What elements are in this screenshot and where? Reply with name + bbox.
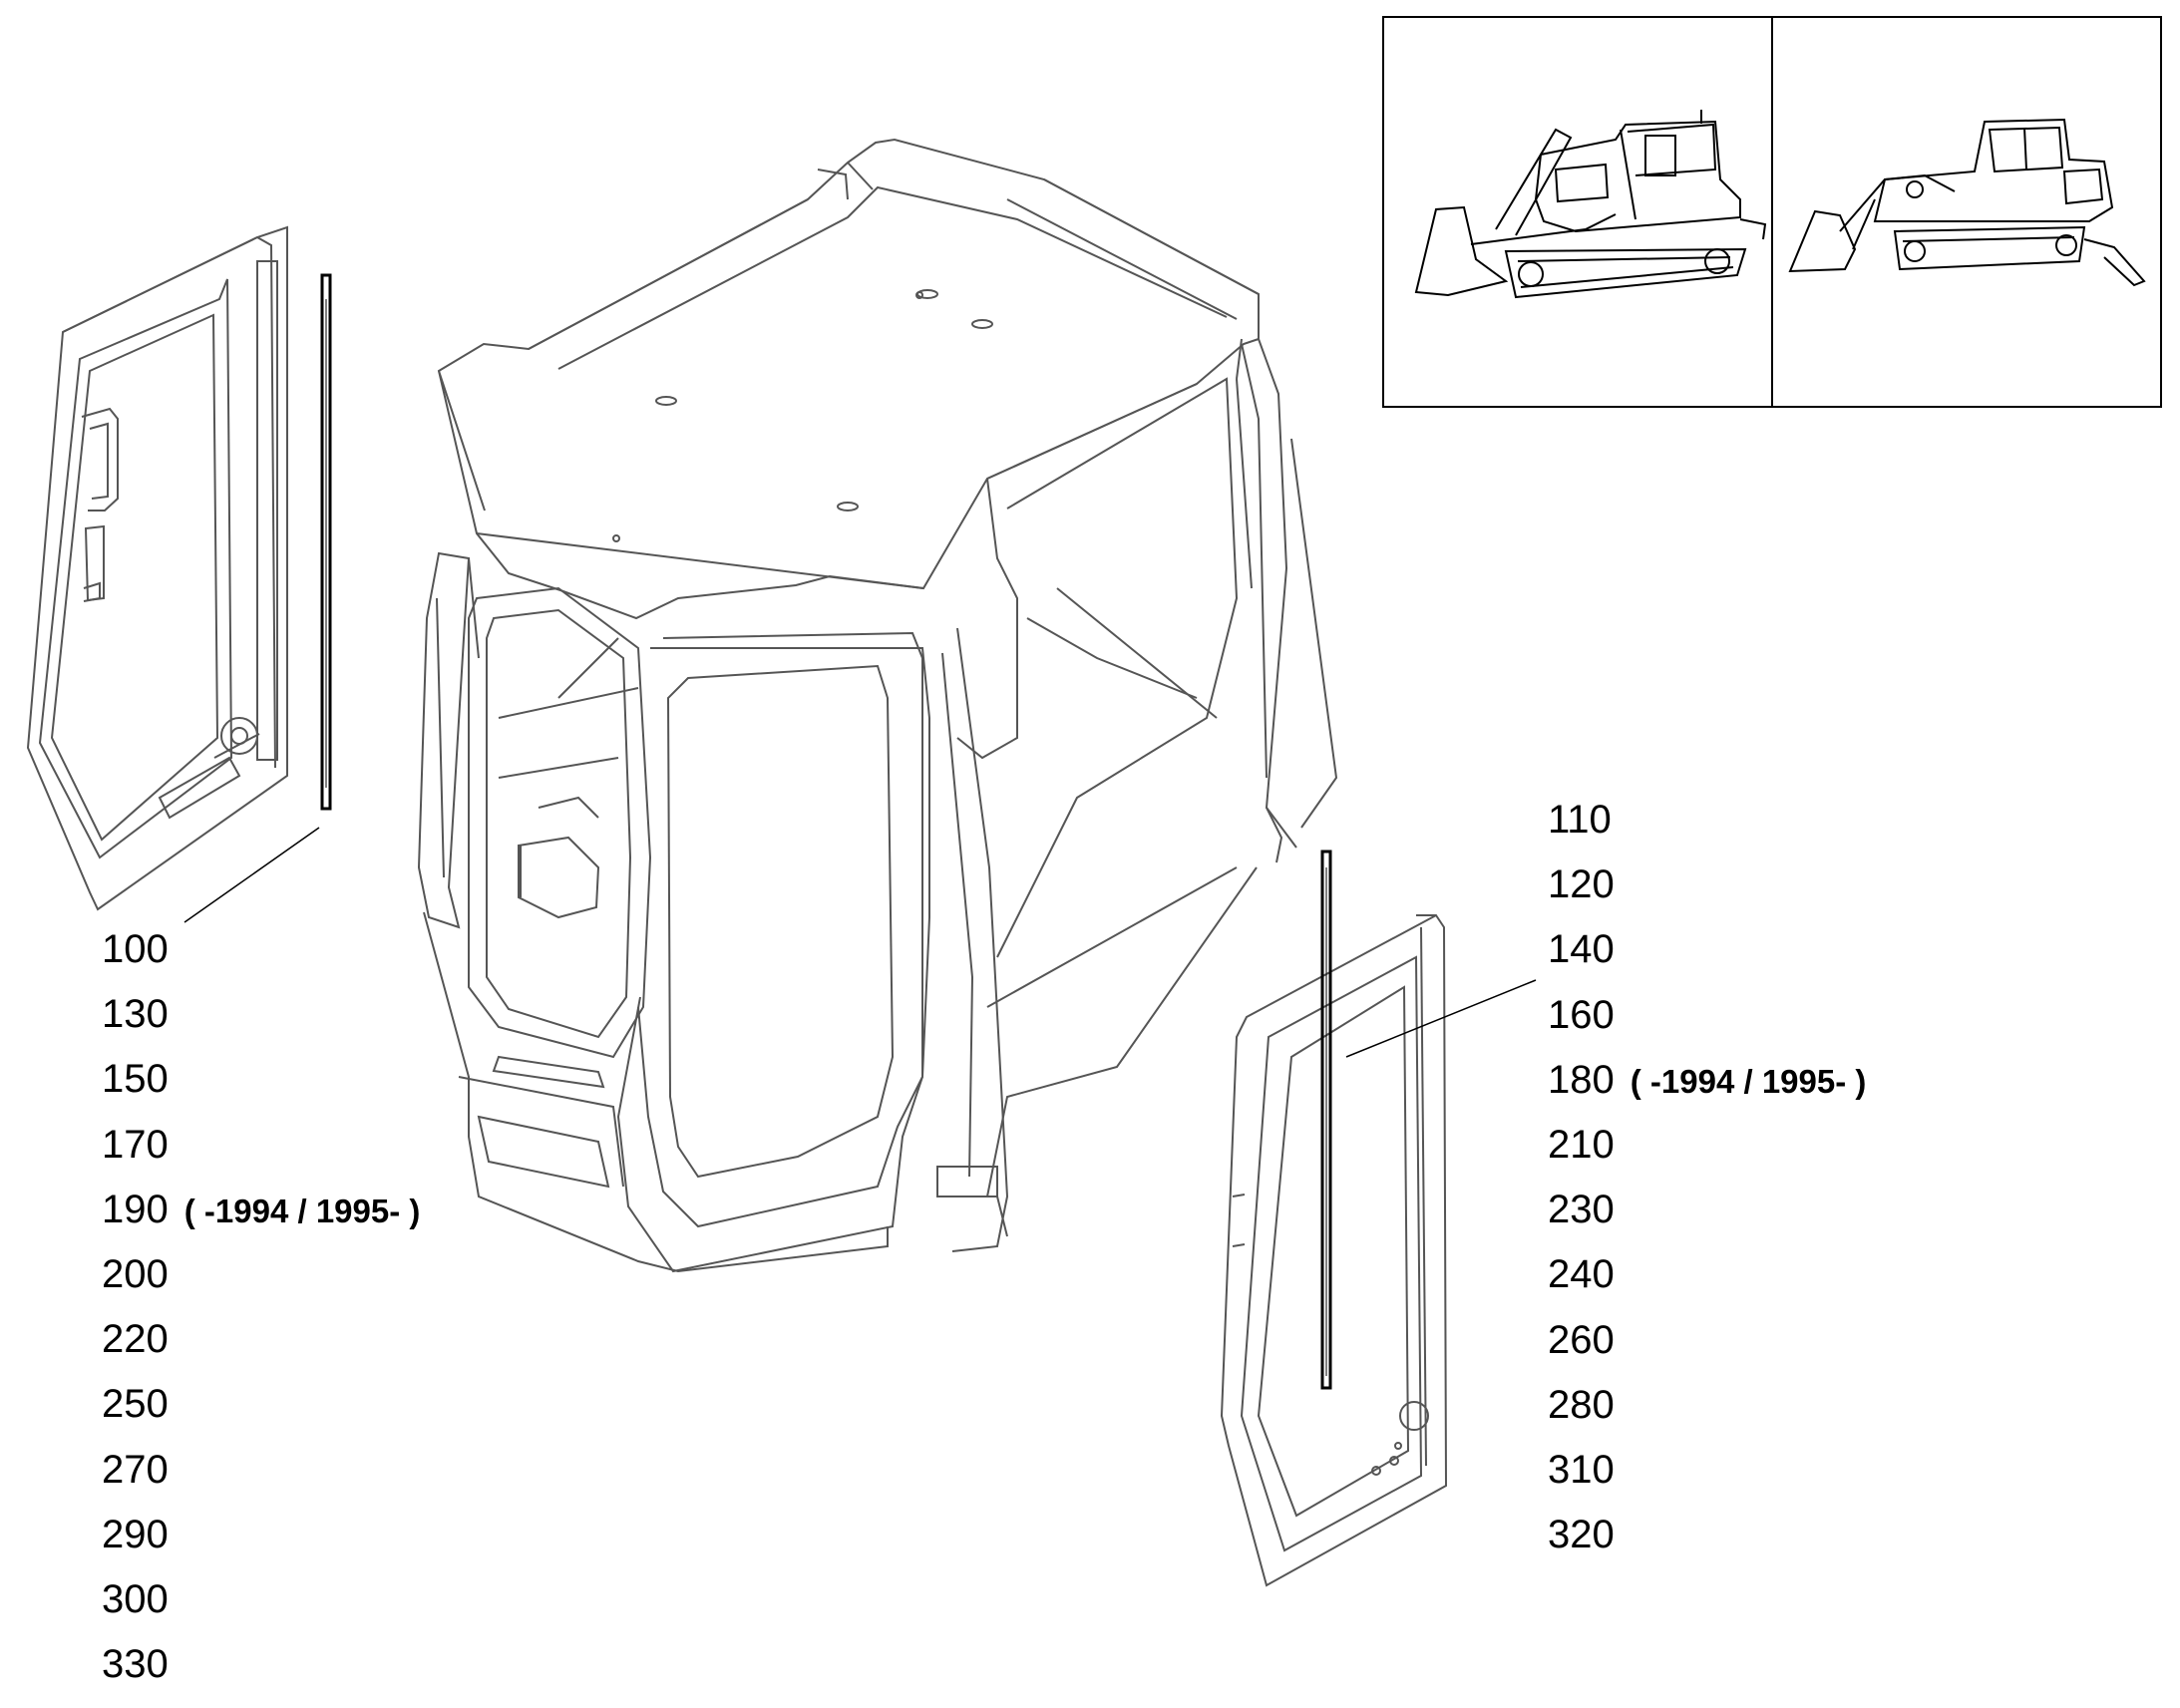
callout-item: 140: [1548, 917, 1866, 982]
callout-number: 320: [1548, 1513, 1615, 1557]
leader-lines: [183, 827, 1537, 1058]
callout-number: 130: [102, 992, 169, 1037]
callout-number: 300: [102, 1576, 169, 1621]
callout-item: 120: [1548, 853, 1866, 917]
left-door: [26, 225, 288, 911]
callout-number: 170: [102, 1122, 169, 1167]
callout-item: 270: [102, 1438, 420, 1503]
callout-number: 270: [102, 1447, 169, 1492]
callout-item: 230: [1548, 1178, 1866, 1242]
callout-item: 150: [102, 1047, 420, 1112]
callout-number: 210: [1548, 1122, 1615, 1167]
callout-number: 230: [1548, 1188, 1615, 1232]
left-seal-strip: [320, 273, 332, 811]
crawler-dozer-thumbnail: [1414, 110, 1767, 299]
callout-number: 200: [102, 1251, 169, 1296]
right-callout-list: 110 120 140 160 180 ( -1994 / 1995- ) 210 230 24…: [1548, 788, 1866, 1567]
callout-item: 330: [102, 1632, 420, 1697]
callout-number: 280: [1548, 1382, 1615, 1427]
callout-note: ( -1994 / 1995- ): [1630, 1062, 1867, 1100]
callout-number: 260: [1548, 1317, 1615, 1362]
callout-item: 110: [1548, 788, 1866, 853]
callout-item: 130: [102, 982, 420, 1047]
callout-item: 240: [1548, 1242, 1866, 1307]
callout-item: 280: [1548, 1373, 1866, 1438]
callout-number: 220: [102, 1317, 169, 1362]
callout-number: 100: [102, 927, 169, 971]
callout-number: 190: [102, 1187, 169, 1231]
callout-number: 250: [102, 1382, 169, 1427]
callout-item: 320: [1548, 1503, 1866, 1567]
callout-item: 160: [1548, 983, 1866, 1048]
crawler-loader-thumbnail: [1788, 118, 2146, 287]
cab-body: [417, 138, 1338, 1273]
callout-note: ( -1994 / 1995- ): [183, 1192, 421, 1229]
callout-number: 310: [1548, 1447, 1615, 1492]
callout-number: 110: [1548, 798, 1612, 842]
callout-number: 160: [1548, 992, 1615, 1037]
right-seal-strip: [1320, 850, 1332, 1390]
right-door: [1220, 913, 1448, 1587]
callout-item: 200: [102, 1242, 420, 1307]
callout-item: 260: [1548, 1308, 1866, 1373]
callout-item: 220: [102, 1307, 420, 1372]
callout-item: 300: [102, 1567, 420, 1632]
callout-number: 150: [102, 1057, 169, 1102]
callout-item: 170: [102, 1113, 420, 1178]
callout-item: 100: [102, 917, 420, 982]
model-thumbnail-box: [1382, 16, 2162, 408]
callout-item: 250: [102, 1372, 420, 1437]
callout-item: 210: [1548, 1113, 1866, 1178]
left-callout-list: 100 130 150 170 190 ( -1994 / 1995- ) 200 220 25…: [102, 917, 420, 1697]
callout-item: 290: [102, 1503, 420, 1567]
callout-number: 290: [102, 1512, 169, 1556]
callout-item: 310: [1548, 1438, 1866, 1503]
callout-number: 330: [102, 1642, 169, 1687]
callout-number: 240: [1548, 1252, 1615, 1297]
callout-number: 120: [1548, 862, 1615, 907]
callout-number: 140: [1548, 927, 1615, 972]
callout-item: 190 ( -1994 / 1995- ): [102, 1178, 420, 1242]
callout-number: 180: [1548, 1057, 1615, 1102]
callout-item: 180 ( -1994 / 1995- ): [1548, 1048, 1866, 1113]
